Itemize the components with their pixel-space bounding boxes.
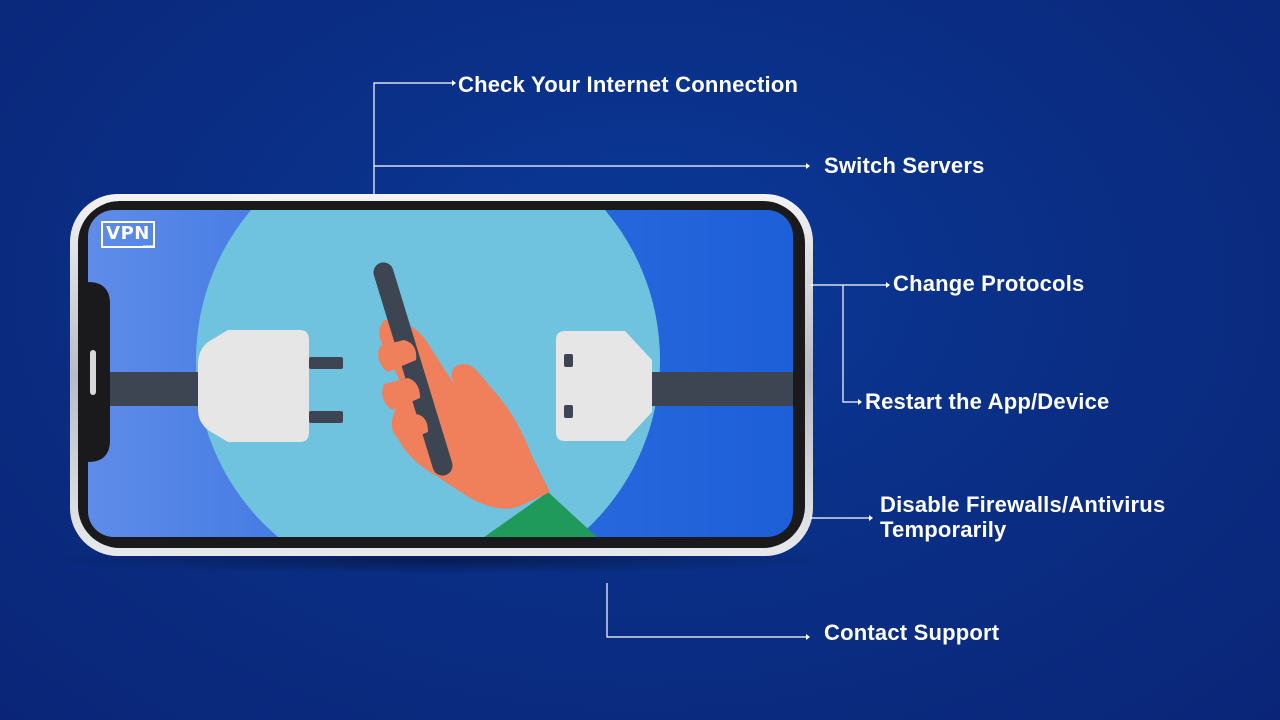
connector-arrowheads [452, 80, 890, 640]
connector-lines [373, 82, 886, 638]
step-disable-firewalls-line2: Temporarily [880, 517, 1007, 542]
vpn-logo: VPN [101, 221, 155, 248]
step-change-protocols: Change Protocols [893, 271, 1085, 296]
connector-restart [842, 285, 858, 403]
step-disable-firewalls: Disable Firewalls/Antivirus Temporarily [880, 492, 1165, 542]
connector-contact-support [606, 583, 806, 638]
step-contact-support: Contact Support [824, 620, 1000, 645]
sleeve [480, 492, 600, 537]
plug-icon [198, 330, 343, 442]
hand-holding-phone-icon [373, 262, 550, 509]
step-check-internet-connection: Check Your Internet Connection [458, 72, 799, 97]
phone-notch [88, 282, 110, 462]
socket-icon [556, 331, 652, 441]
screen-illustration [88, 210, 793, 537]
step-switch-servers: Switch Servers [824, 153, 985, 178]
phone-speaker [90, 350, 96, 395]
right-cable [650, 372, 793, 406]
step-disable-firewalls-line1: Disable Firewalls/Antivirus [880, 492, 1166, 517]
vpn-logo-subtext: .com [141, 244, 154, 250]
connector-check-internet [373, 82, 452, 196]
step-restart-app-device: Restart the App/Device [865, 389, 1110, 414]
